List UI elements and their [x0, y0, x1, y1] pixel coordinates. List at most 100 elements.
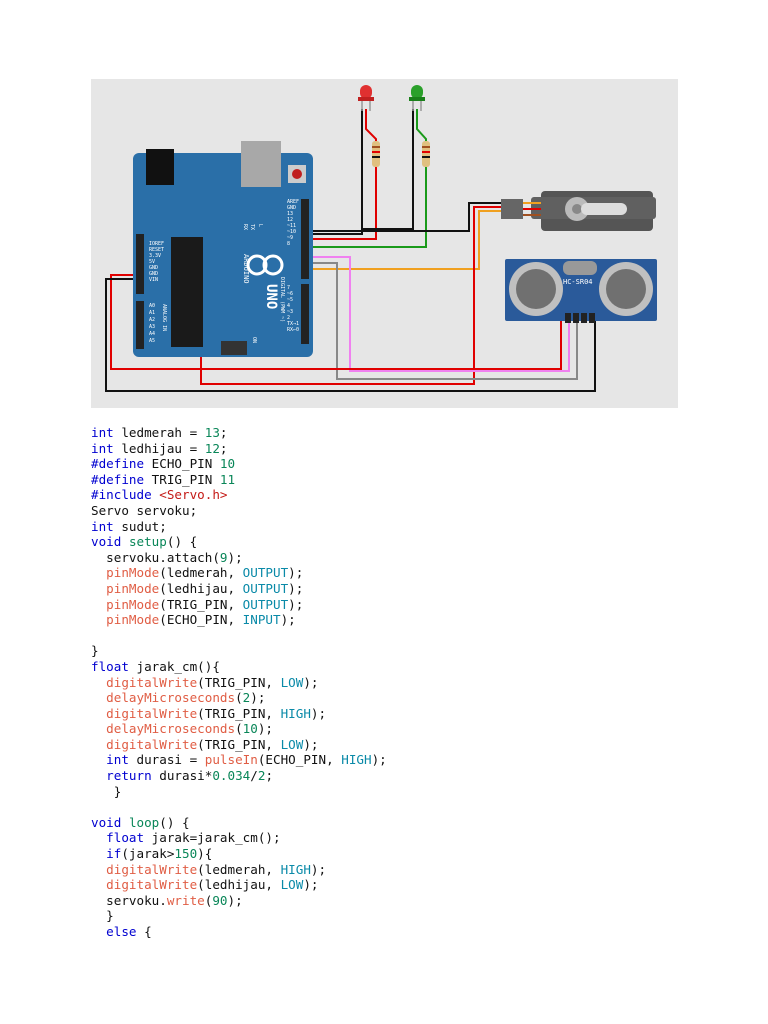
code-token: (ledmerah, — [159, 565, 243, 581]
digital-pin-label: ~5 — [287, 297, 293, 303]
code-token: TRIG_PIN — [144, 471, 220, 487]
rx-label: RX — [242, 224, 248, 230]
sensor-label: HC-SR04 — [563, 278, 593, 286]
digital-header-label: DIGITAL (PWM ~) — [279, 277, 285, 322]
usb-port — [241, 141, 281, 187]
code-token: { — [136, 924, 152, 939]
digital-pin-label: 12 — [287, 217, 293, 223]
digital-pin-label: 2 — [287, 315, 290, 321]
code-token: else — [106, 924, 137, 939]
code-token: 9 — [219, 549, 228, 565]
digital-pin-label: 8 — [287, 241, 290, 247]
code-token: HIGH — [280, 705, 311, 721]
code-line: int ledmerah = 13; — [91, 425, 678, 441]
code-token: (ECHO_PIN, — [257, 752, 342, 768]
tx-label: TX — [249, 224, 255, 230]
code-line: digitalWrite(ledhijau, LOW); — [91, 877, 678, 893]
power-pin-label: GND — [149, 271, 158, 277]
led-red — [358, 85, 374, 111]
code-line: int ledhijau = 12; — [91, 441, 678, 457]
code-token: float — [91, 658, 129, 674]
code-token: sudut; — [113, 518, 167, 534]
code-token: ); — [288, 565, 304, 581]
code-line: pinMode(TRIG_PIN, OUTPUT); — [91, 597, 678, 613]
code-line: #define ECHO_PIN 10 — [91, 456, 678, 472]
code-line: void setup() { — [91, 534, 678, 550]
code-token: digitalWrite — [106, 877, 198, 893]
code-line: digitalWrite(TRIG_PIN, LOW); — [91, 675, 678, 691]
analog-pin-label: A5 — [149, 338, 155, 344]
digital-pin-label: ~3 — [287, 309, 293, 315]
code-token: ); — [371, 752, 387, 768]
code-line: } — [91, 643, 678, 659]
code-token — [91, 706, 106, 721]
code-token: (ECHO_PIN, — [159, 612, 243, 628]
code-line: Servo servoku; — [91, 503, 678, 519]
code-token: 12 — [204, 440, 220, 456]
code-token: LOW — [280, 877, 304, 893]
code-token — [91, 846, 106, 861]
code-line: servoku.write(90); — [91, 893, 678, 909]
code-line: delayMicroseconds(2); — [91, 690, 678, 706]
code-token: ); — [227, 892, 243, 908]
code-line: digitalWrite(TRIG_PIN, HIGH); — [91, 706, 678, 722]
code-token: ); — [310, 861, 327, 877]
l-label: L — [257, 224, 263, 227]
code-token — [91, 675, 106, 690]
code-token: ); — [310, 705, 327, 721]
code-token: ); — [288, 580, 304, 596]
analog-pin-label: A2 — [149, 317, 155, 323]
code-token: OUTPUT — [242, 596, 289, 612]
code-token: INPUT — [242, 612, 281, 628]
code-token: servoku. — [91, 892, 167, 908]
analog-pin-label: A3 — [149, 324, 155, 330]
code-token — [121, 815, 129, 830]
code-token: void — [91, 534, 122, 550]
code-line: #include <Servo.h> — [91, 487, 678, 503]
code-token: ){ — [197, 846, 213, 862]
power-pin-label: VIN — [149, 277, 158, 283]
code-token: 2 — [242, 690, 251, 706]
code-token: digitalWrite — [106, 674, 198, 690]
code-listing: int ledmerah = 13;int ledhijau = 12;#def… — [91, 425, 678, 940]
code-line: int sudut; — [91, 519, 678, 535]
wire-led-red — [301, 109, 377, 240]
wire-led-gnd-1 — [301, 109, 363, 235]
code-token: #include — [91, 487, 152, 503]
code-token: (TRIG_PIN, — [159, 596, 243, 612]
code-token — [91, 877, 106, 892]
code-token: ledmerah = — [113, 425, 205, 440]
code-token: <Servo.h> — [159, 487, 228, 503]
power-pin-label: RESET — [149, 247, 164, 253]
code-token: 2 — [257, 768, 266, 784]
code-token — [91, 721, 106, 736]
code-token: delayMicroseconds — [106, 690, 236, 706]
code-line: int durasi = pulseIn(ECHO_PIN, HIGH); — [91, 752, 678, 768]
code-line: else { — [91, 924, 678, 940]
code-token: digitalWrite — [106, 705, 198, 721]
code-token: void — [91, 814, 122, 830]
code-token: 10 — [242, 721, 258, 737]
code-token: pinMode — [106, 596, 160, 612]
code-token: loop — [128, 814, 160, 830]
code-line: pinMode(ledhijau, OUTPUT); — [91, 581, 678, 597]
servo-motor — [501, 191, 656, 231]
code-line: } — [91, 784, 678, 800]
analog-pin-label: A0 — [149, 303, 155, 309]
code-line — [91, 628, 678, 644]
code-token: } — [91, 783, 122, 799]
code-token: jarak_cm(){ — [128, 658, 220, 674]
code-token: (TRIG_PIN, — [197, 705, 281, 721]
digital-pin-label: 13 — [287, 211, 293, 217]
code-token: () { — [159, 814, 190, 830]
digital-header-bottom — [301, 284, 309, 344]
board-brand: ARDUINO — [242, 254, 250, 284]
circuit-diagram: UNO ARDUINO IOREF RESET 3.3V 5V GND GND … — [91, 79, 678, 408]
wire-servo-signal — [301, 210, 501, 270]
code-token: float — [106, 830, 145, 846]
power-header — [136, 234, 144, 294]
microcontroller-chip — [171, 237, 203, 347]
circuit-svg: UNO ARDUINO IOREF RESET 3.3V 5V GND GND … — [105, 85, 657, 392]
power-pin-label: 5V — [149, 259, 155, 265]
wire-sensor-gnd — [105, 278, 596, 392]
